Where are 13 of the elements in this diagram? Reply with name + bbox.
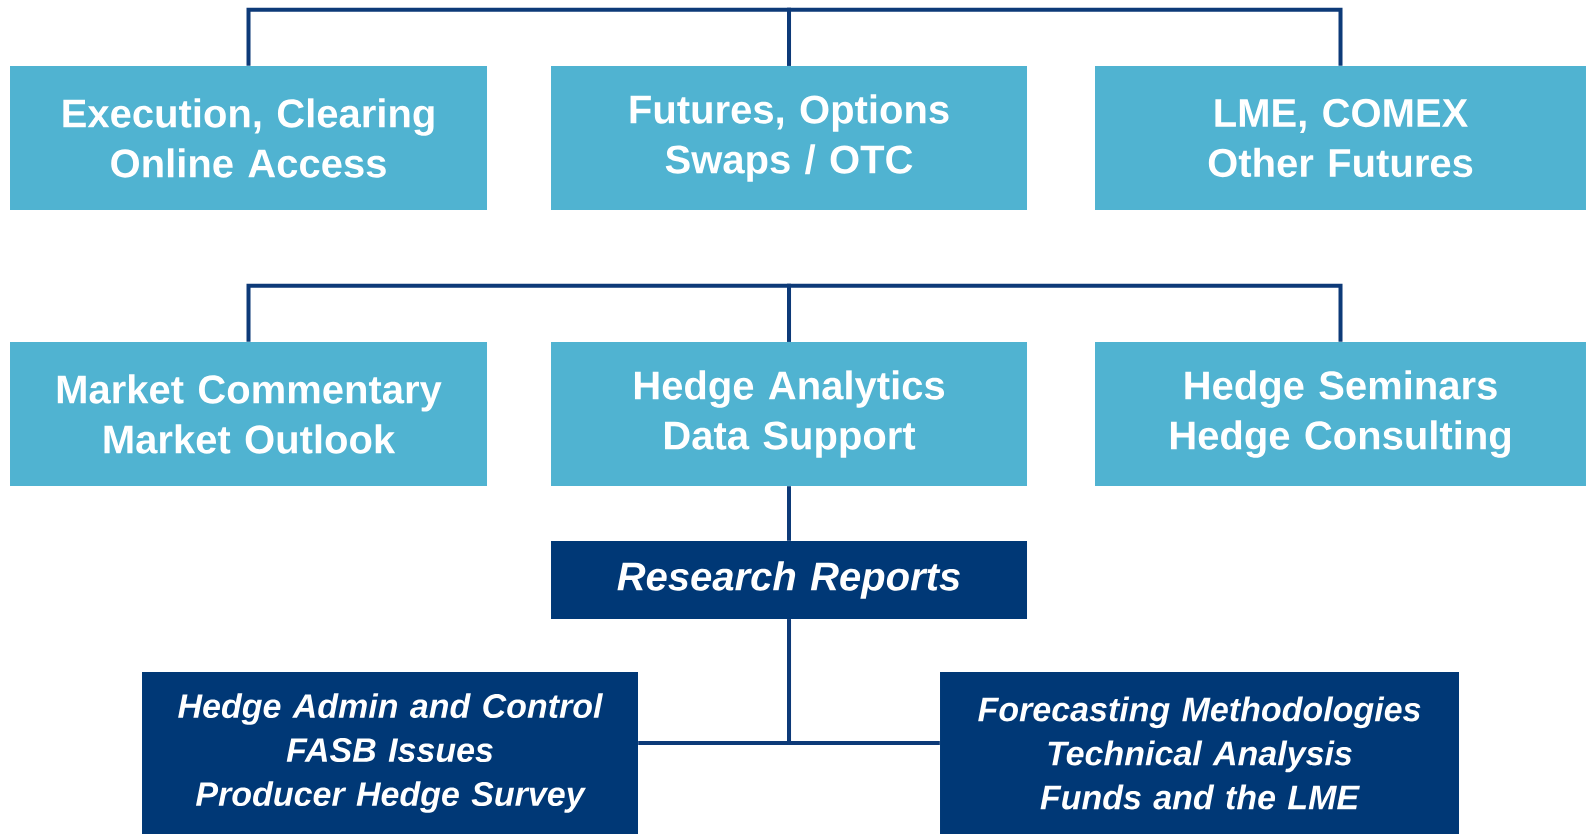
service-box: Hedge Seminars Hedge Consulting: [1095, 342, 1586, 486]
connector-line: [787, 619, 940, 745]
service-box: Futures, Options Swaps / OTC: [551, 66, 1027, 210]
connector-line: [787, 7, 1343, 66]
connector-line: [787, 283, 1343, 342]
topic-box: Forecasting Methodologies Technical Analysis Funds and the LME: [940, 672, 1459, 834]
connector-line: [787, 486, 791, 541]
service-box: Execution, Clearing Online Access: [10, 66, 487, 210]
heading-box: Research Reports: [551, 541, 1027, 619]
service-box: LME, COMEX Other Futures: [1095, 66, 1586, 210]
service-box: Hedge Analytics Data Support: [551, 342, 1027, 486]
topic-box: Hedge Admin and Control FASB Issues Producer Hedge Survey: [142, 672, 638, 834]
service-box: Market Commentary Market Outlook: [10, 342, 487, 486]
